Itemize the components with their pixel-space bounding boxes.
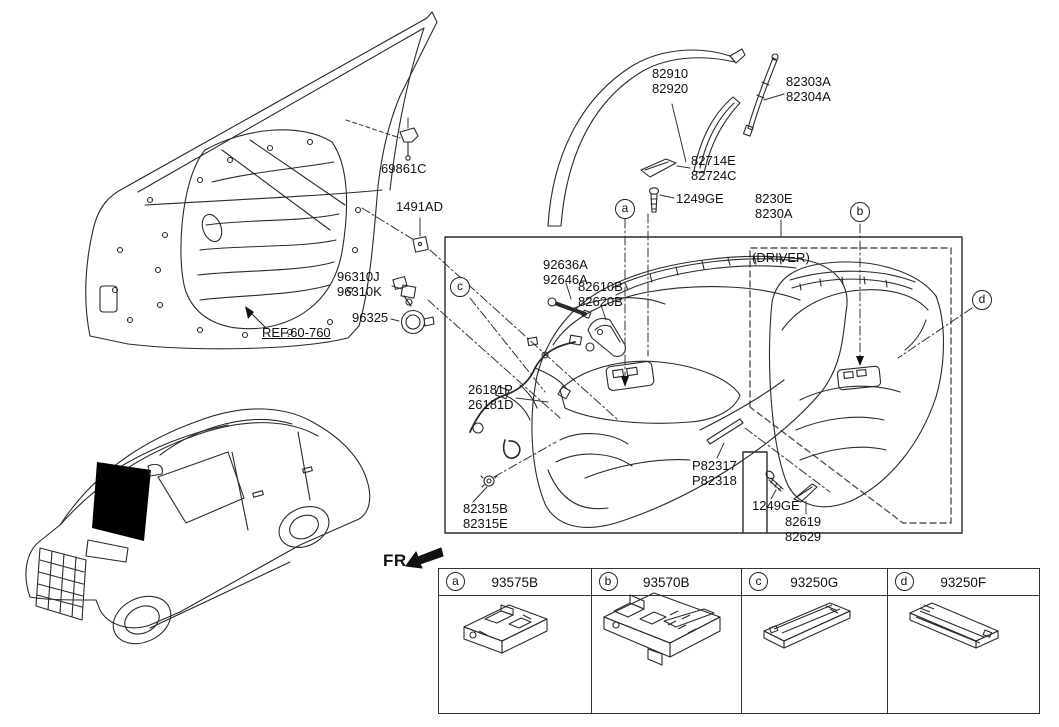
callout-d-badge: d [972,290,992,310]
clip-1491ad [412,236,429,253]
ref-arrow [245,306,267,329]
table-part-number: 93575B [491,574,539,590]
part-label-96325: 96325 [352,310,389,325]
part-label-96310j-96310k: 96310J 96310K [337,269,382,299]
highlighted-front-door-glass [92,462,151,541]
switch-thumbnail-93570b [592,592,742,713]
bracket-96310 [392,276,417,307]
part-label-82315b-82315e: 82315B 82315E [463,501,508,531]
inside-handle-cable-92636 [547,297,592,319]
door-trim-panel-drawing [531,255,848,528]
garnish-strip-p82317 [706,418,744,445]
table-part-number: 93250F [940,574,987,590]
part-label-82714e-82724c: 82714E 82724C [691,153,737,183]
part-label-26181p-26181d: 26181P 26181D [468,382,514,412]
inside-handle-housing-82610 [587,317,626,357]
fr-direction-arrow-icon [405,547,444,569]
screw-1249ge-bottom [765,470,784,492]
bezel-thumbnail-93250g [742,596,887,713]
window-frame-moulding-drawing [547,48,779,227]
part-label-1249ge-top: 1249GE [676,191,724,206]
table-callout-a-badge: a [446,572,465,591]
grommet-82315 [480,475,498,488]
part-label-92636a-92646a: 92636A 92646A [543,257,588,287]
driver-trim-panel-drawing [768,261,944,508]
driver-section-label: (DRIVER) [752,250,810,265]
table-callout-d-badge: d [894,572,914,591]
trim-piece-82619 [793,483,818,503]
part-label-69861c: 69861C [381,161,427,176]
part-label-1249ge-bottom: 1249GE [752,498,800,513]
part-label-8230e-8230a: 8230E 8230A [755,191,793,221]
screw-1249ge-top [648,187,660,213]
table-cell-a: a 93575B [439,569,592,713]
callout-a-badge: a [615,199,635,219]
part-label-p82317-p82318: P82317 P82318 [692,458,737,488]
clip-69861c [399,127,419,161]
table-part-number: 93570B [642,574,690,590]
fr-label: FR. [383,551,412,570]
part-label-82610b-82620b: 82610B 82620B [578,279,623,309]
table-part-number: 93250G [790,574,839,590]
part-label-82303a-82304a: 82303A 82304A [786,74,831,104]
leader-lines [345,93,973,515]
table-cell-c: c 93250G [742,569,888,713]
door-wiring-harness-drawing [469,334,595,459]
switch-thumbnail-93575b [439,596,591,713]
part-label-82619-82629: 82619 82629 [785,514,822,544]
callout-c-badge: c [450,277,470,297]
table-callout-b-badge: b [598,572,618,591]
driver-dashed-box [749,247,952,524]
door-shell-drawing [85,11,438,350]
car-drawing [25,408,371,645]
tweeter-speaker-96325 [400,309,435,335]
part-label-82910-82920: 82910 82920 [652,66,689,96]
switch-reference-table: a 93575B b 93570B [438,568,1040,714]
ref-label-60-760: REF.60-760 [262,325,331,340]
table-callout-c-badge: c [749,572,768,591]
table-cell-d: d 93250F [887,569,1040,713]
callout-b-badge: b [850,202,870,222]
table-cell-b: b 93570B [591,569,742,713]
bezel-thumbnail-93250f [888,596,1040,713]
part-label-1491ad: 1491AD [396,199,443,214]
